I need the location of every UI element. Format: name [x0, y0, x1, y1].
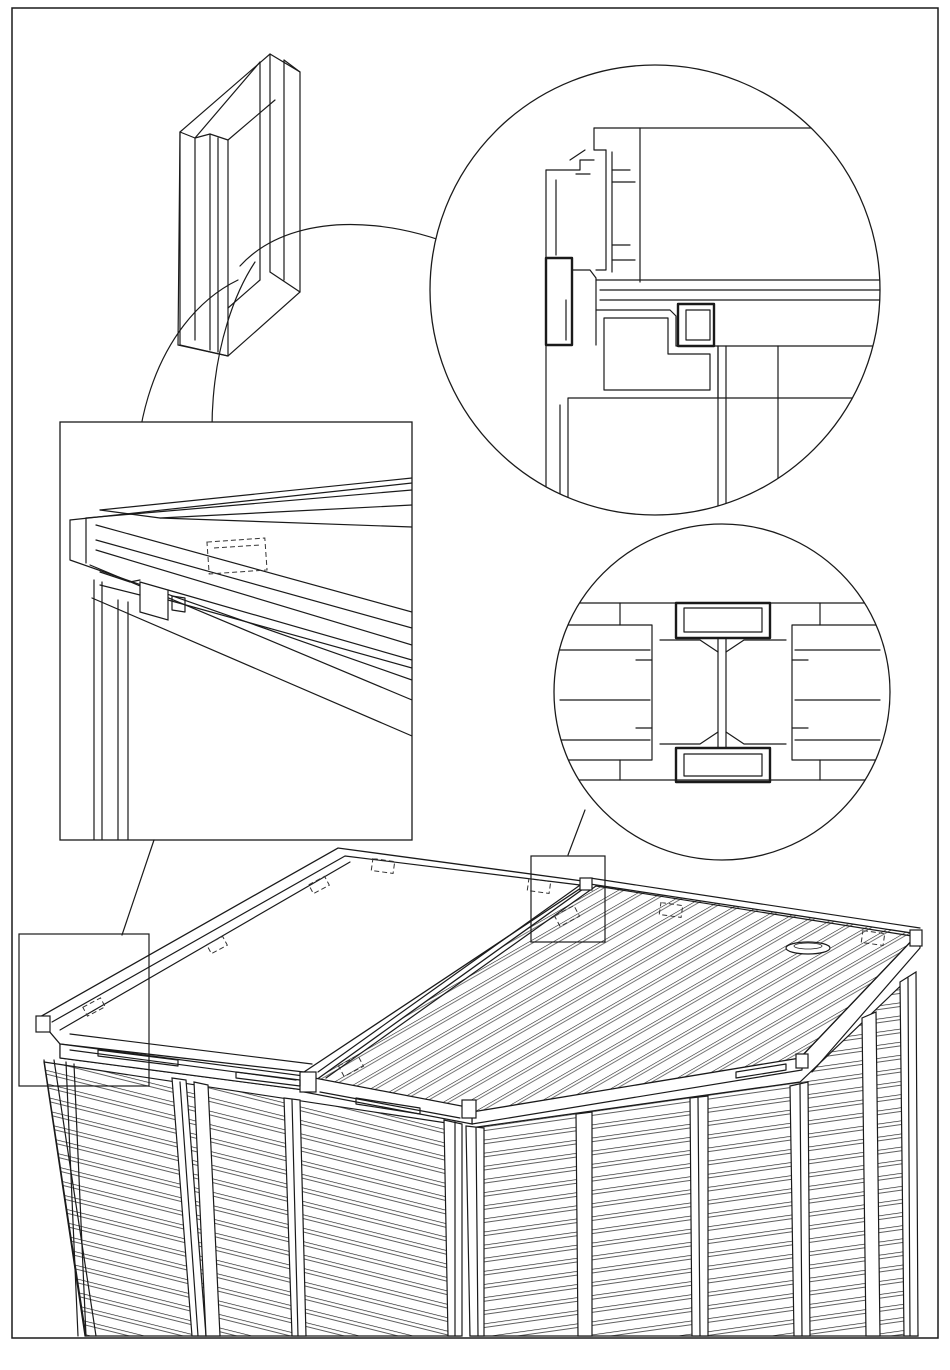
corner-detail-leader: [122, 840, 154, 935]
shed-assembly: [36, 848, 922, 1336]
profile-detail-circle: [430, 65, 900, 520]
joint-detail-leader: [568, 810, 585, 855]
corner-detail-box: [60, 422, 412, 840]
roof-vent: [786, 942, 830, 954]
joint-detail-circle: [540, 524, 900, 860]
